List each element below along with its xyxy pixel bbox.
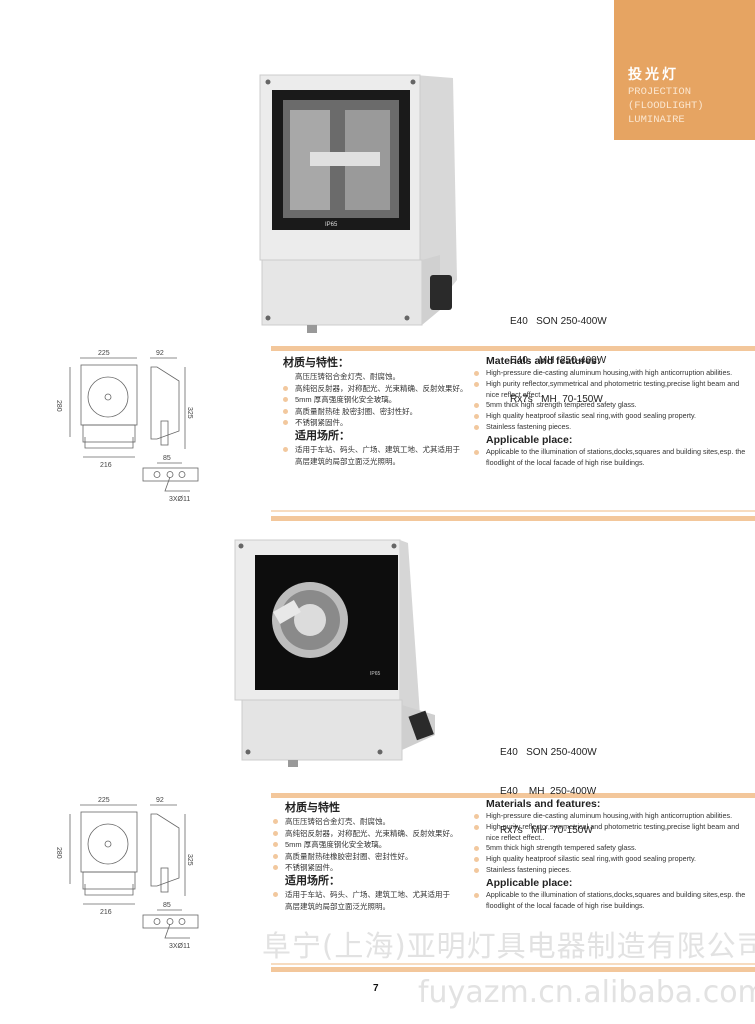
feature-en: 5mm thick high strength tempered safety … — [474, 400, 752, 411]
dim-holes: 3XØ11 — [169, 496, 190, 503]
divider — [271, 967, 755, 972]
feature-cn: 高压压铸铝合金灯壳、耐腐蚀。 — [295, 372, 400, 381]
category-title-en-2: (FLOODLIGHT) — [628, 100, 704, 112]
divider — [271, 346, 755, 351]
dimension-drawing-1: 225 92 280 325 216 85 3XØ11 — [55, 350, 199, 503]
dim-hole-spacing: 85 — [163, 902, 171, 909]
spec-line: E40 SON 250-400W — [510, 316, 607, 327]
feature-cn: 高质量耐热硅橡胶密封圈、密封性好。 — [273, 851, 459, 863]
features-title-cn: 材质与特性 — [285, 802, 340, 814]
features-en-2: Materials and features: High-pressure di… — [474, 797, 752, 911]
dim-total-height: 325 — [186, 854, 193, 866]
dim-holes: 3XØ11 — [169, 943, 190, 950]
place-en: Applicable to the illumination of statio… — [474, 890, 752, 912]
dim-width: 225 — [98, 797, 110, 804]
place-cn: 适用于车站、码头、广场、建筑工地、尤其适用于高层建筑的局部立面泛光照明。 — [283, 444, 465, 467]
dim-width: 225 — [98, 350, 110, 357]
feature-cn: 高质量耐热硅 胶密封圈、密封性好。 — [283, 406, 469, 418]
divider — [271, 510, 755, 512]
category-title-cn: 投光灯 — [628, 66, 679, 82]
site-watermark: fuyazm.cn.alibaba.com — [418, 975, 755, 1010]
spec-line: E40 MH 250-400W — [510, 355, 607, 366]
feature-cn: 高纯铝反射器，对称配光、光束精确、反射效果好。 — [273, 828, 459, 840]
category-title-en-1: PROJECTION — [628, 86, 692, 98]
feature-en: High-pressure die-casting aluminum housi… — [474, 368, 752, 379]
feature-en: Stainless fastening pieces. — [474, 422, 752, 433]
feature-en: High purity reflector,symmetrical and ph… — [474, 822, 752, 844]
feature-cn: 不锈钢紧固件。 — [273, 862, 459, 874]
place-en: Applicable to the illumination of statio… — [474, 447, 752, 469]
feature-cn: 5mm 厚高强度钢化安全玻璃。 — [273, 839, 459, 851]
feature-en: 5mm thick high strength tempered safety … — [474, 843, 752, 854]
dim-bracket: 216 — [100, 462, 112, 469]
feature-en: High quality heatproof silastic seal rin… — [474, 854, 752, 865]
features-en-1: Materials and features: High-pressure di… — [474, 354, 752, 468]
dim-depth: 92 — [156, 350, 164, 357]
divider — [271, 516, 755, 521]
floodlight-photo-2: IP65 — [234, 539, 435, 767]
dim-hole-spacing: 85 — [163, 455, 171, 462]
feature-en: High quality heatproof silastic seal rin… — [474, 411, 752, 422]
features-title-en: Materials and features: — [486, 798, 601, 810]
spec-line: Rx7s MH 70-150W — [510, 394, 603, 405]
feature-en: High-pressure die-casting aluminum housi… — [474, 811, 752, 822]
spec-line: E40 SON 250-400W — [500, 747, 597, 758]
feature-cn: 不锈钢紧固件。 — [283, 417, 469, 429]
ip-label: IP65 — [325, 222, 338, 228]
place-cn: 适用于车站、码头、广场、建筑工地、尤其适用于高层建筑的局部立面泛光照明。 — [273, 889, 455, 912]
spec-list-2: E40 SON 250-400W E40 MH 250-400W Rx7s MH… — [500, 720, 597, 863]
feature-cn: 高压压铸铝合金灯壳、耐腐蚀。 — [273, 816, 459, 828]
feature-en: High purity reflector,symmetrical and ph… — [474, 379, 752, 401]
features-cn-1: 材质与特性： 高压压铸铝合金灯壳、耐腐蚀。 高纯铝反射器，对称配光、光束精确、反… — [283, 356, 469, 467]
place-title-en: Applicable place: — [486, 876, 573, 889]
features-title-en: Materials and features: — [486, 355, 601, 367]
page-number: 7 — [373, 983, 379, 994]
feature-cn: 5mm 厚高强度钢化安全玻璃。 — [283, 394, 469, 406]
divider — [271, 793, 755, 798]
divider — [271, 963, 755, 965]
dim-height: 280 — [55, 400, 62, 412]
features-title-cn: 材质与特性： — [283, 357, 349, 369]
company-watermark: 阜宁(上海)亚明灯具电器制造有限公司 — [262, 929, 755, 963]
spec-line: Rx7s MH 70-150W — [500, 825, 593, 836]
place-title-en: Applicable place: — [486, 433, 573, 446]
category-title-box: 投光灯 PROJECTION (FLOODLIGHT) LUMINAIRE — [614, 0, 755, 140]
dim-bracket: 216 — [100, 909, 112, 916]
category-title-en-3: LUMINAIRE — [628, 114, 685, 126]
dim-depth: 92 — [156, 797, 164, 804]
floodlight-photo-1: IP65 — [259, 74, 457, 333]
ip-label: IP65 — [370, 671, 381, 677]
spec-line: E40 MH 250-400W — [500, 786, 597, 797]
place-title-cn: 适用场所： — [285, 874, 340, 887]
dimension-drawing-2: 225 92 280 325 216 85 3XØ11 — [55, 797, 199, 950]
feature-cn: 高纯铝反射器，对称配光、光束精确、反射效果好。 — [283, 383, 469, 395]
features-cn-2: 材质与特性 高压压铸铝合金灯壳、耐腐蚀。 高纯铝反射器，对称配光、光束精确、反射… — [273, 801, 459, 912]
feature-en: Stainless fastening pieces. — [474, 865, 752, 876]
dim-total-height: 325 — [186, 407, 193, 419]
spec-list-1: E40 SON 250-400W E40 MH 250-400W Rx7s MH… — [510, 289, 607, 432]
dim-height: 280 — [55, 847, 62, 859]
place-title-cn: 适用场所： — [295, 429, 350, 442]
